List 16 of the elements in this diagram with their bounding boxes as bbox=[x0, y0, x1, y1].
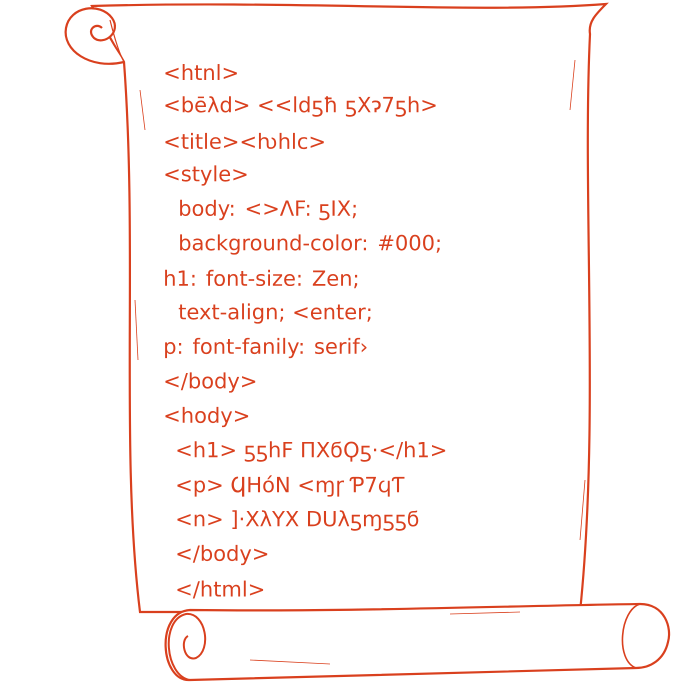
code-line: p: font-fanily: serif› bbox=[165, 338, 366, 358]
code-line: background-color: #000; bbox=[180, 234, 440, 255]
code-line: <style> bbox=[165, 165, 247, 186]
code-line: h1: font-size: Zen; bbox=[165, 270, 358, 288]
code-line: <bēλd> <<ldƽħ ƽXɂ7ƽh> bbox=[165, 96, 436, 117]
code-line: <htnl> bbox=[165, 64, 237, 80]
code-line: <p> ϤHόN <ɱɼ Ƥ7ϥƬ bbox=[177, 475, 404, 497]
code-line: <n> ]·XλYX DUλƽɱƽƽϭ bbox=[177, 510, 418, 531]
code-line: <title><ƕhlc> bbox=[165, 132, 324, 150]
code-line: text-align; <enter; bbox=[178, 303, 370, 324]
code-line: </body> bbox=[165, 372, 256, 393]
code-line: </body> bbox=[177, 544, 268, 566]
code-line: <h1> ƽƽhF ΠXϭϘƽ·</h1> bbox=[177, 441, 446, 462]
code-line: </html> bbox=[177, 580, 264, 598]
code-line: <hody> bbox=[165, 406, 248, 428]
code-line: body: <>ΛF: ƽIX; bbox=[180, 200, 356, 220]
